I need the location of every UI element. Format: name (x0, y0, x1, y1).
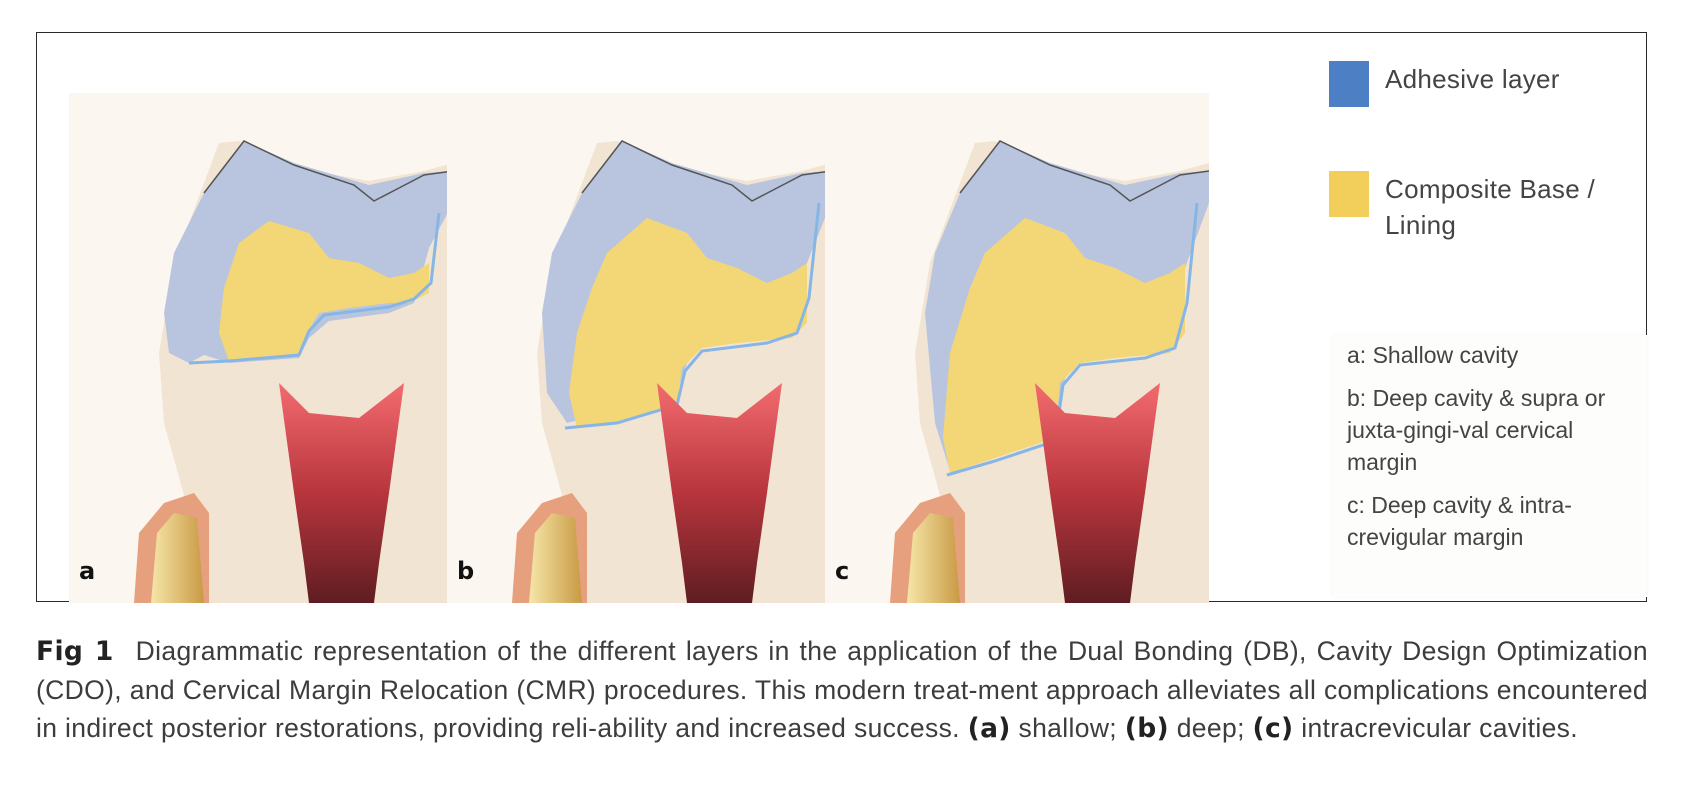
tooth-diagram-b (447, 93, 831, 603)
bone (907, 513, 960, 603)
bone (529, 513, 582, 603)
caption-label: Fig 1 (36, 636, 114, 667)
legend-item-adhesive: Adhesive layer (1329, 61, 1560, 107)
pulp (657, 383, 782, 603)
caption-c-text: intracrevicular cavities. (1301, 713, 1578, 743)
panel-shallow-cavity: a (69, 93, 453, 603)
panel-label-a: a (79, 557, 96, 585)
legend-swatch-composite (1329, 171, 1369, 217)
bone (151, 513, 204, 603)
adhesive-line (564, 202, 821, 430)
adhesive-line (946, 202, 1199, 477)
tooth-diagram-c (825, 93, 1209, 603)
caption-a-text: shallow; (1018, 713, 1118, 743)
note-b: b: Deep cavity & supra or juxta-gingi-va… (1347, 385, 1606, 475)
pulp (1035, 383, 1160, 603)
cavity-notes: a: Shallow cavity b: Deep cavity & supra… (1333, 335, 1647, 597)
legend-swatch-adhesive (1329, 61, 1369, 107)
composite-base (943, 218, 1185, 473)
panel-deep-cavity: b (447, 93, 831, 603)
note-a: a: Shallow cavity (1347, 342, 1519, 368)
panel-label-b: b (457, 557, 475, 585)
figure-frame: a b (36, 32, 1647, 603)
legend-item-composite: Composite Base / Lining (1329, 171, 1655, 243)
panel-label-c: c (835, 557, 850, 585)
caption-b-label: (b) (1124, 713, 1169, 744)
occlusal-outline (203, 140, 453, 202)
legend-label-adhesive: Adhesive layer (1385, 64, 1560, 94)
caption-c-label: (c) (1252, 713, 1294, 744)
caption-b-text: deep; (1176, 713, 1245, 743)
composite-base (569, 218, 807, 428)
occlusal-outline (959, 140, 1209, 202)
note-c: c: Deep cavity & intra-crevigular margin (1347, 492, 1572, 550)
caption-a-label: (a) (967, 713, 1011, 744)
occlusal-outline (581, 140, 831, 202)
legend-label-composite: Composite Base / Lining (1385, 174, 1596, 240)
pulp (279, 383, 404, 603)
caption-text: Diagrammatic representation of the diffe… (36, 636, 1648, 743)
composite-base (219, 221, 429, 361)
adhesive-line (188, 212, 441, 365)
tooth-diagram-a (69, 93, 453, 603)
panel-intracrevicular-cavity: c (825, 93, 1209, 603)
